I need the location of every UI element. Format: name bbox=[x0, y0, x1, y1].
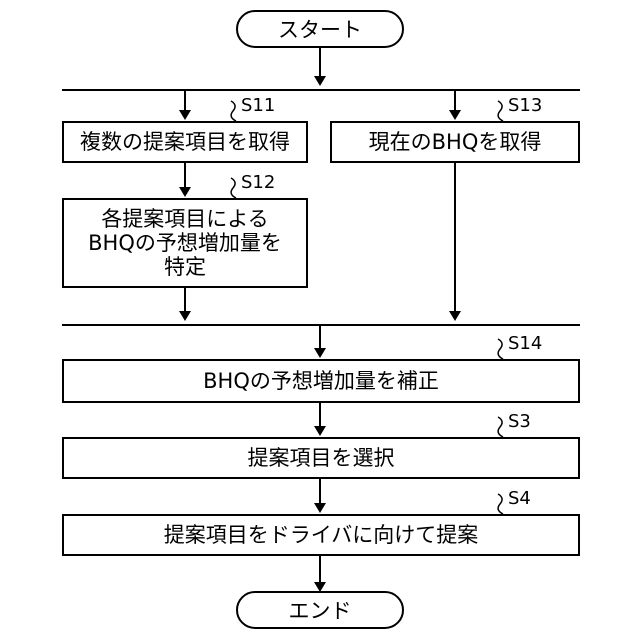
step-s13-id: S13 bbox=[508, 96, 542, 116]
step-s11-box: 複数の提案項目を取得 bbox=[62, 121, 308, 163]
label-hook-s11 bbox=[231, 101, 236, 121]
label-hook-s3 bbox=[498, 417, 503, 437]
step-s12-box: 各提案項目による BHQの予想増加量を 特定 bbox=[62, 198, 308, 288]
label-hook-s13 bbox=[498, 101, 503, 121]
start-label: スタート bbox=[278, 14, 362, 44]
step-s11-id: S11 bbox=[241, 96, 275, 116]
step-s4-text: 提案項目をドライバに向けて提案 bbox=[164, 523, 479, 547]
label-hook-s14 bbox=[498, 339, 503, 359]
step-s12-line-2: BHQの予想増加量を bbox=[88, 231, 282, 255]
start-terminal: スタート bbox=[236, 10, 404, 48]
step-s13-text: 現在のBHQを取得 bbox=[369, 130, 542, 154]
step-s14-text: BHQの予想増加量を補正 bbox=[203, 369, 439, 393]
label-hook-s12 bbox=[231, 178, 236, 198]
step-s3-id: S3 bbox=[508, 412, 531, 432]
step-s13-box: 現在のBHQを取得 bbox=[330, 121, 580, 163]
step-s12-line-1: 各提案項目による bbox=[101, 207, 268, 231]
end-label: エンド bbox=[289, 595, 352, 625]
step-s14-box: BHQの予想増加量を補正 bbox=[62, 359, 580, 403]
step-s12-id: S12 bbox=[241, 173, 275, 193]
end-terminal: エンド bbox=[236, 591, 404, 629]
step-s12-line-3: 特定 bbox=[164, 255, 206, 279]
step-s4-id: S4 bbox=[508, 489, 531, 509]
step-s3-text: 提案項目を選択 bbox=[248, 446, 395, 470]
step-s11-text: 複数の提案項目を取得 bbox=[80, 130, 290, 154]
step-s4-box: 提案項目をドライバに向けて提案 bbox=[62, 514, 580, 556]
step-s3-box: 提案項目を選択 bbox=[62, 437, 580, 479]
label-hook-s4 bbox=[498, 494, 503, 514]
step-s14-id: S14 bbox=[508, 334, 542, 354]
